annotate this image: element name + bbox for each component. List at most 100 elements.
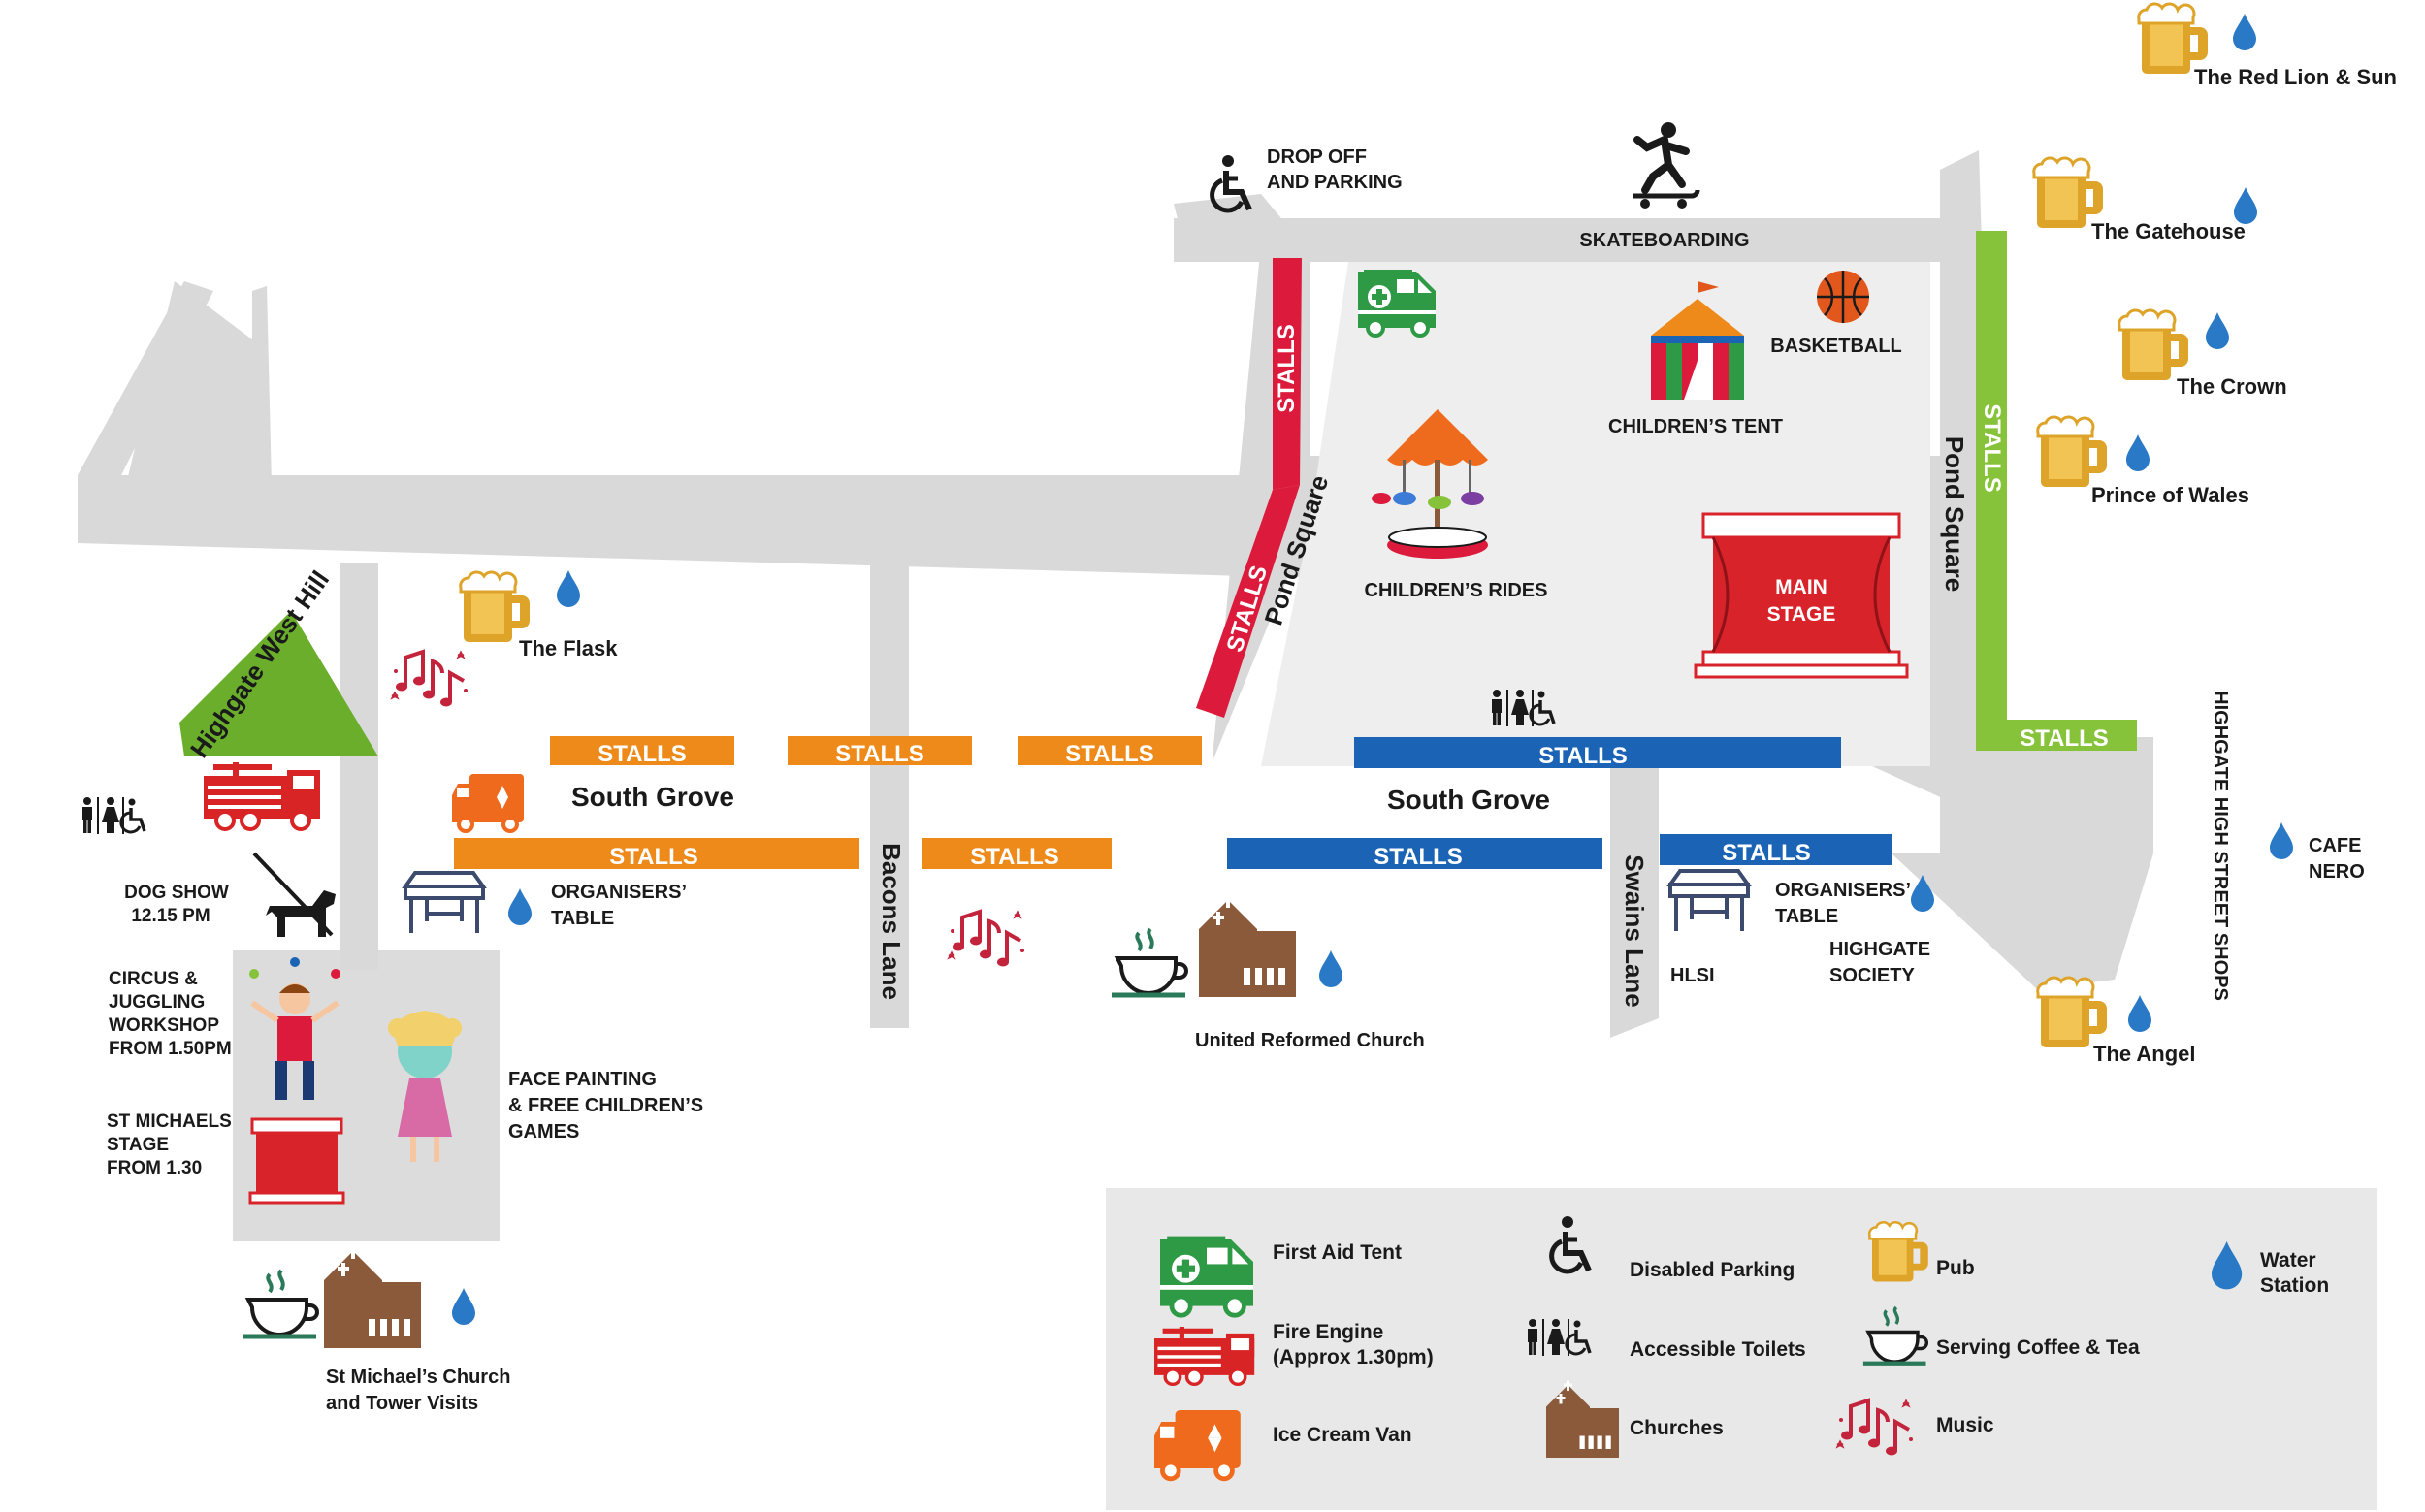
water-drop-icon	[2270, 822, 2293, 859]
pub-gatehouse-label: The Gatehouse	[2091, 219, 2246, 243]
hlsi-label: HLSI	[1670, 965, 1715, 986]
organisers-table-icon	[404, 871, 485, 935]
st-michaels-lane	[340, 563, 378, 970]
pub-icon	[2137, 2, 2210, 76]
circus-label: WORKSHOP	[109, 1015, 219, 1036]
st-michaels-stage-icon	[248, 1117, 345, 1205]
pub-icon	[2118, 308, 2190, 382]
basketball-label: BASKETBALL	[1770, 336, 1902, 357]
legend-ice-cream-label: Ice Cream Van	[1273, 1424, 1412, 1446]
stalls-label: STALLS	[1538, 743, 1628, 769]
stalls-label: STALLS	[598, 741, 687, 767]
coffee-cup-icon	[1112, 929, 1186, 995]
face-painting-label: FACE PAINTING	[508, 1069, 657, 1090]
bacons-lane-road	[870, 553, 909, 1028]
music-icon	[390, 650, 469, 709]
st-michaels-stage-label: STAGE	[107, 1135, 169, 1155]
stalls-bar-green-2	[1976, 720, 2137, 751]
organisers-table-icon	[1668, 869, 1750, 933]
water-drop-icon	[2206, 312, 2229, 349]
pub-icon	[2032, 156, 2105, 230]
church-icon	[1199, 894, 1296, 997]
water-drop-icon	[508, 888, 532, 925]
legend-churches-label: Churches	[1630, 1417, 1724, 1439]
water-drop-icon	[2128, 995, 2151, 1032]
stalls-label: STALLS	[1065, 741, 1154, 767]
highgate-society-label: SOCIETY	[1829, 965, 1915, 986]
main-stage-label: MAIN	[1775, 576, 1827, 598]
st-michaels-church-label: and Tower Visits	[326, 1393, 478, 1414]
coffee-cup-icon	[242, 1271, 317, 1336]
stalls-label: STALLS	[1374, 844, 1463, 870]
stalls-label: STALLS	[1722, 840, 1811, 866]
stalls-bar-blue-3	[1660, 834, 1892, 865]
face-painting-icon	[388, 1011, 462, 1162]
stalls-bar-orange-5	[922, 838, 1112, 869]
stalls-label: STALLS	[1274, 324, 1300, 413]
circus-label: FROM 1.50PM	[109, 1039, 232, 1059]
circus-label: JUGGLING	[109, 992, 205, 1013]
cafe-nero-label: NERO	[2309, 861, 2365, 883]
stalls-label: STALLS	[835, 741, 924, 767]
street-swains-lane: Swains Lane	[1620, 854, 1649, 1008]
stalls-bar-orange-4	[454, 838, 859, 869]
high-street-south-road	[1892, 853, 2153, 989]
circus-label: CIRCUS &	[109, 969, 198, 989]
childrens-rides-icon	[1372, 409, 1488, 559]
stalls-bar-red-1	[1273, 258, 1302, 490]
st-michaels-stage-label: FROM 1.30	[107, 1158, 202, 1178]
dog-show-label: DOG SHOW	[124, 883, 229, 903]
st-michaels-church-label: St Michael’s Church	[326, 1367, 510, 1388]
stalls-bar-orange-3	[1018, 736, 1202, 765]
stalls-label: STALLS	[2020, 725, 2109, 752]
united-reformed-church-label: United Reformed Church	[1195, 1030, 1425, 1051]
organisers-table-label: TABLE	[551, 908, 614, 929]
water-drop-icon	[452, 1288, 475, 1325]
drop-off-road	[1174, 194, 1310, 252]
skateboarder-icon	[1633, 122, 1700, 209]
stalls-bar-blue-1	[1354, 737, 1841, 768]
accessible-toilets-icon	[81, 795, 146, 836]
childrens-tent-label: CHILDREN’S TENT	[1608, 416, 1783, 437]
green-patch	[179, 611, 378, 756]
highgate-society-label: HIGHGATE	[1829, 939, 1930, 960]
organisers-table-label: ORGANISERS’	[551, 882, 687, 903]
south-grove-road	[78, 475, 1280, 577]
water-drop-icon	[2126, 434, 2150, 471]
legend-coffee-label: Serving Coffee & Tea	[1936, 1336, 2140, 1359]
pub-icon	[459, 570, 532, 644]
legend-fire-engine-label: Fire Engine	[1273, 1321, 1383, 1343]
stalls-bar-orange-2	[788, 736, 972, 765]
pub-flask-label: The Flask	[519, 636, 618, 660]
first-aid-icon	[1356, 268, 1438, 338]
legend-pub-label: Pub	[1936, 1257, 1975, 1279]
water-drop-icon	[557, 570, 580, 607]
street-south-grove-west: South Grove	[571, 782, 734, 812]
west-hill-triangle-road	[126, 281, 272, 485]
fire-engine-icon	[202, 760, 322, 831]
stalls-bar-blue-2	[1227, 838, 1602, 869]
stalls-label: STALLS	[1979, 403, 2005, 493]
organisers-table-label: TABLE	[1775, 906, 1838, 927]
dog-show-label: 12.15 PM	[131, 906, 210, 926]
pub-red-lion-label: The Red Lion & Sun	[2194, 65, 2397, 89]
childrens-tent-icon	[1651, 281, 1744, 400]
street-south-grove-east: South Grove	[1387, 785, 1550, 815]
street-highgate-high-street: HIGHGATE HIGH STREET SHOPS	[2210, 691, 2231, 1001]
main-stage-icon	[1694, 512, 1909, 679]
legend: First Aid Tent Fire Engine (Approx 1.30p…	[1106, 1188, 2376, 1510]
legend-first-aid-label: First Aid Tent	[1273, 1241, 1402, 1264]
legend-water-label: Station	[2260, 1274, 2329, 1297]
pub-icon	[2036, 976, 2109, 1049]
st-michaels-stage-label: ST MICHAELS	[107, 1111, 232, 1132]
water-drop-icon	[2233, 14, 2256, 50]
legend-panel	[1106, 1188, 2376, 1510]
cafe-nero-label: CAFE	[2309, 835, 2361, 856]
childrens-rides-label: CHILDREN’S RIDES	[1365, 580, 1548, 601]
stalls-bar-orange-1	[550, 736, 734, 765]
face-painting-label: & FREE CHILDREN’S	[508, 1095, 703, 1116]
pub-prince-of-wales-label: Prince of Wales	[2091, 483, 2249, 507]
face-painting-label: GAMES	[508, 1121, 579, 1142]
stalls-group: STALLS STALLS STALLS STALLS STALLS STALL…	[454, 231, 2137, 870]
legend-accessible-toilets-label: Accessible Toilets	[1630, 1338, 1806, 1361]
